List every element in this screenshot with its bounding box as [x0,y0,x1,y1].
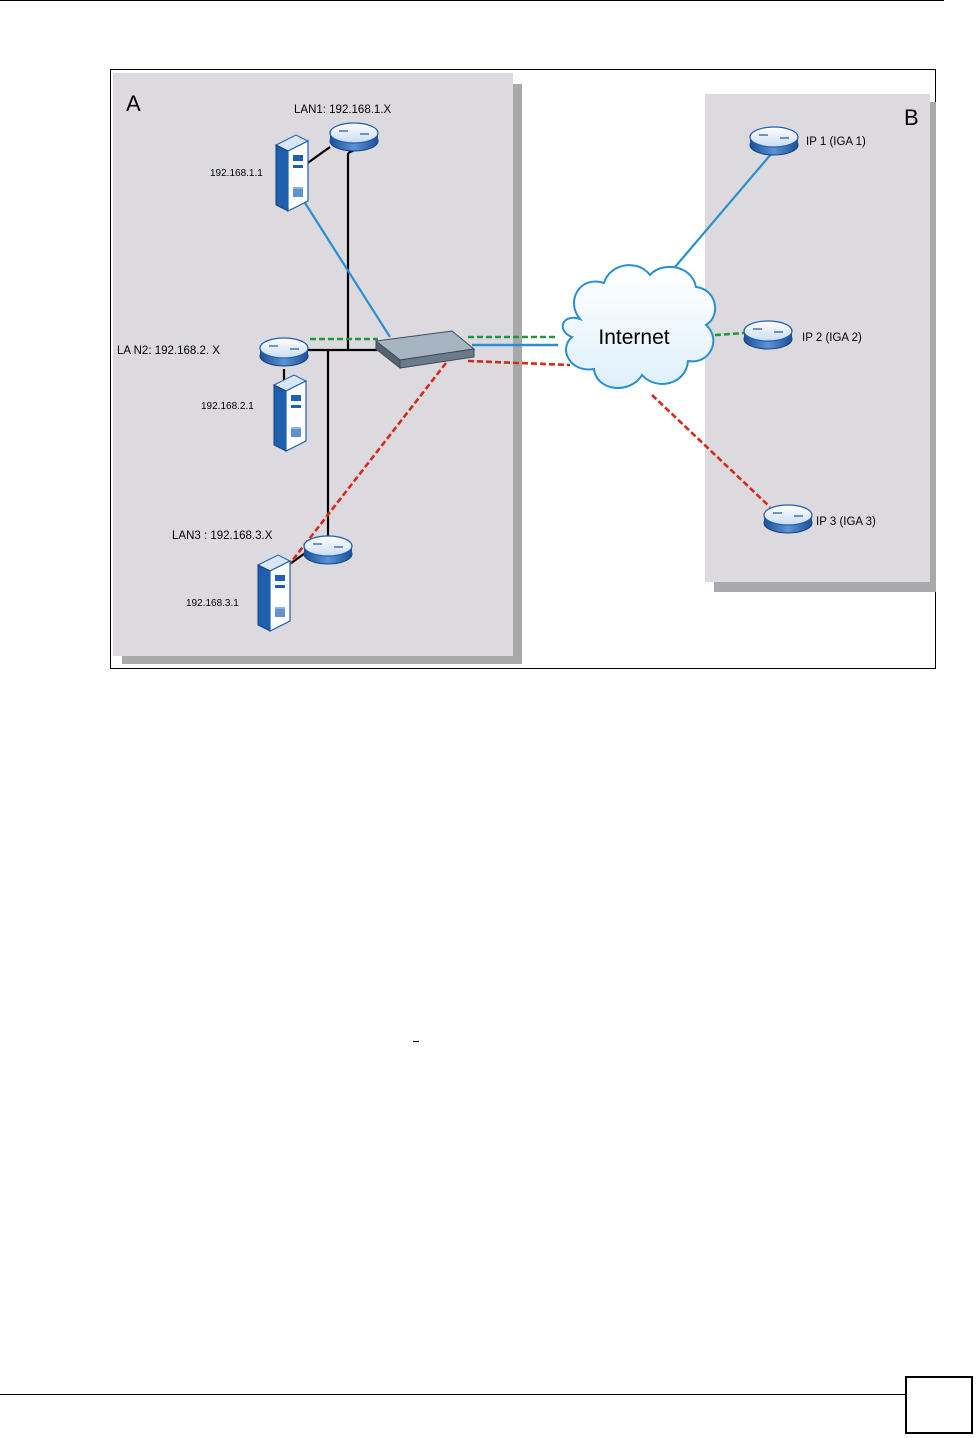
footer-rule [0,1394,905,1395]
ip2-label: IP 2 (IGA 2) [802,332,862,344]
router-icon [743,320,793,350]
host1-server [275,134,309,212]
zone-b-panel [705,94,930,582]
server-icon [257,554,291,632]
lan1-label: LAN1: 192.168.1.X [294,104,392,116]
router-icon [329,122,379,152]
host3-label: 192.168.3.1 [186,598,239,609]
lan1-router [329,122,379,152]
ip1-label: IP 1 (IGA 1) [806,136,866,148]
router-icon [259,337,309,367]
ip3-router [763,504,813,534]
server-icon [273,374,307,452]
link-blue-ip1 [657,152,773,288]
lan2-router [259,337,309,367]
lan3-router [303,535,353,565]
network-diagram-figure: Internet A B LAN1: 192.168.1.X LA N2: 19… [110,69,936,669]
zone-b [705,94,936,592]
network-diagram: Internet A B LAN1: 192.168.1.X LA N2: 19… [110,69,936,669]
cloud-label: Internet [598,326,669,349]
router-icon [303,535,353,565]
link-red-switch-cloud [467,359,571,367]
link-red-ip3 [651,394,771,508]
host1-label: 192.168.1.1 [210,168,263,179]
cloud-shape [561,264,716,389]
ip2-router [743,320,793,350]
wires [276,138,773,580]
zone-a-label: A [126,91,141,116]
switch-device [374,330,476,370]
lan3-label: LAN3 : 192.168.3.X [172,530,273,542]
host2-label: 192.168.2.1 [201,401,254,412]
zone-b-label: B [904,105,919,130]
host3-server [257,554,291,632]
router-icon [763,504,813,534]
server-icon [275,134,309,212]
page-number-box [905,1376,973,1434]
host2-server [273,374,307,452]
zone-a [113,73,522,664]
header-rule [0,0,944,1]
link-blue-host1 [299,194,391,338]
lan2-label: LA N2: 192.168.2. X [117,345,220,357]
router-icon [749,126,799,156]
internet-cloud: Internet [561,264,716,389]
stray-mark [413,1041,419,1042]
ip3-label: IP 3 (IGA 3) [816,516,876,528]
ip1-router [749,126,799,156]
